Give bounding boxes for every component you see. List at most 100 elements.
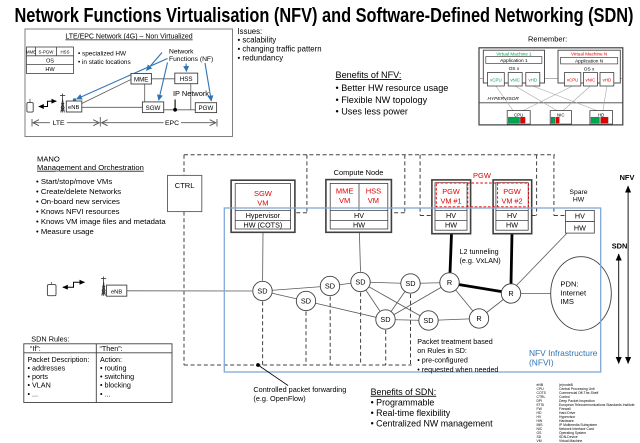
- svg-text:SDN: SDN: [612, 242, 628, 251]
- svg-text:Benefits of NFV:: Benefits of NFV:: [336, 70, 402, 80]
- svg-text:Hypervisor: Hypervisor: [559, 415, 576, 419]
- svg-text:• scalability: • scalability: [238, 36, 277, 45]
- svg-text:Management and Orchestration: Management and Orchestration: [37, 163, 144, 172]
- svg-text:SD: SD: [301, 297, 311, 306]
- svg-text:vNIC: vNIC: [510, 78, 520, 83]
- svg-text:MME: MME: [134, 76, 148, 83]
- svg-text:• specialized HW: • specialized HW: [78, 51, 127, 58]
- svg-text:SD: SD: [423, 316, 433, 325]
- svg-text:HSS: HSS: [60, 50, 69, 55]
- svg-text:vHD: vHD: [529, 78, 538, 83]
- svg-text:NFV: NFV: [620, 173, 635, 182]
- svg-text:VM: VM: [339, 196, 350, 205]
- svg-text:IP Network: IP Network: [173, 89, 209, 98]
- svg-text:• changing traffic pattern: • changing traffic pattern: [238, 45, 322, 54]
- svg-text:IP Multimedia Subsystem: IP Multimedia Subsystem: [559, 423, 597, 427]
- svg-text:• Real-time flexibility: • Real-time flexibility: [371, 408, 451, 418]
- svg-text:SD: SD: [380, 315, 390, 324]
- svg-text:PGW: PGW: [503, 187, 521, 196]
- svg-text:VM: VM: [537, 439, 542, 443]
- svg-text:HW: HW: [574, 223, 586, 232]
- svg-text:• ...: • ...: [100, 389, 111, 398]
- svg-text:HV: HV: [537, 415, 542, 419]
- svg-text:VM: VM: [368, 196, 379, 205]
- svg-text:HV: HV: [446, 211, 456, 220]
- svg-text:SD: SD: [405, 279, 415, 288]
- svg-text:Packet treatment based: Packet treatment based: [417, 338, 492, 346]
- svg-text:LTE/EPC Network (4G) – Non Vir: LTE/EPC Network (4G) – Non Virtualized: [65, 34, 192, 41]
- svg-text:PGW: PGW: [473, 171, 492, 180]
- svg-text:HSS: HSS: [366, 187, 381, 196]
- svg-text:Control: Control: [559, 395, 570, 399]
- svg-text:OS: OS: [537, 431, 543, 435]
- svg-text:(e.g. VxLAN): (e.g. VxLAN): [460, 256, 501, 265]
- svg-text:• Start/stop/move VMs: • Start/stop/move VMs: [36, 177, 112, 186]
- svg-text:SD: SD: [355, 278, 365, 287]
- svg-text:COTS: COTS: [537, 391, 547, 395]
- svg-text:Functions (NF): Functions (NF): [169, 56, 213, 63]
- svg-text:• Create/delete Networks: • Create/delete Networks: [36, 187, 121, 196]
- svg-text:HW: HW: [573, 197, 585, 204]
- svg-text:Benefits of SDN:: Benefits of SDN:: [371, 387, 437, 397]
- svg-text:Central Processing Unit: Central Processing Unit: [559, 387, 595, 391]
- svg-text:CPU: CPU: [514, 112, 523, 117]
- svg-text:• Flexible NW topology: • Flexible NW topology: [336, 95, 428, 105]
- svg-text:SD: SD: [257, 287, 267, 296]
- svg-text:Spare: Spare: [569, 189, 587, 196]
- svg-text:Network Functions Virtualisati: Network Functions Virtualisation (NFV) a…: [15, 5, 634, 27]
- svg-text:• redundancy: • redundancy: [238, 54, 284, 63]
- svg-text:CTRL: CTRL: [175, 181, 195, 190]
- svg-text:“If”:: “If”:: [30, 344, 41, 353]
- svg-text:HV: HV: [507, 211, 517, 220]
- svg-text:eNB: eNB: [537, 383, 544, 387]
- svg-text:NIC: NIC: [557, 112, 565, 117]
- svg-text:• pre-configured: • pre-configured: [417, 357, 468, 365]
- svg-text:VM #2: VM #2: [501, 197, 522, 206]
- svg-text:CTRL: CTRL: [537, 395, 546, 399]
- svg-text:• routing: • routing: [100, 363, 127, 372]
- svg-text:MANO: MANO: [37, 155, 60, 164]
- svg-text:(e)nodeB: (e)nodeB: [559, 383, 574, 387]
- svg-text:(NFVI): (NFVI): [529, 357, 554, 367]
- svg-text:Hardware: Hardware: [559, 419, 574, 423]
- svg-text:SD: SD: [537, 435, 542, 439]
- svg-text:• Measure usage: • Measure usage: [36, 227, 94, 236]
- svg-text:Compute Node: Compute Node: [334, 168, 384, 177]
- svg-text:HW (COTS): HW (COTS): [244, 221, 283, 230]
- svg-text:HSS: HSS: [180, 76, 193, 83]
- svg-text:LTE: LTE: [53, 120, 65, 127]
- svg-text:HW: HW: [537, 419, 543, 423]
- svg-text:PDN:: PDN:: [560, 280, 578, 289]
- svg-text:Firewall: Firewall: [559, 407, 571, 411]
- svg-text:NFV Infrastructure: NFV Infrastructure: [529, 348, 598, 358]
- svg-text:• Knows VM image files and met: • Knows VM image files and metadata: [36, 217, 166, 226]
- svg-text:Application N: Application N: [575, 59, 604, 65]
- svg-text:PGW: PGW: [442, 187, 460, 196]
- svg-text:HW: HW: [45, 67, 55, 73]
- svg-text:vNIC: vNIC: [586, 78, 596, 83]
- svg-text:PGW: PGW: [199, 105, 214, 112]
- svg-text:Hypervisor: Hypervisor: [246, 211, 281, 220]
- svg-text:DPI: DPI: [537, 399, 543, 403]
- svg-text:SGW: SGW: [254, 189, 273, 198]
- svg-text:• Better HW resource usage: • Better HW resource usage: [336, 83, 449, 93]
- svg-text:Virtual Machine N: Virtual Machine N: [571, 52, 607, 57]
- svg-text:vCPU: vCPU: [490, 78, 501, 83]
- svg-text:Deep Packet Inspection: Deep Packet Inspection: [559, 399, 595, 403]
- svg-text:L2 tunneling: L2 tunneling: [460, 247, 499, 256]
- svg-text:• blocking: • blocking: [100, 380, 131, 389]
- svg-text:MME: MME: [26, 50, 36, 55]
- svg-text:S-PGW: S-PGW: [39, 50, 55, 55]
- svg-text:European Telecommunications St: European Telecommunications Standards In…: [559, 403, 635, 407]
- svg-text:Remember:: Remember:: [528, 35, 567, 44]
- svg-text:OS x: OS x: [584, 67, 595, 73]
- svg-text:R: R: [476, 314, 481, 323]
- svg-text:IMS: IMS: [560, 297, 574, 306]
- svg-text:VM: VM: [257, 199, 268, 208]
- svg-text:SGW: SGW: [146, 105, 161, 112]
- svg-text:• ports: • ports: [28, 372, 49, 381]
- svg-text:HD: HD: [537, 411, 542, 415]
- svg-text:vCPU: vCPU: [567, 78, 578, 83]
- svg-text:Internet: Internet: [560, 288, 587, 297]
- svg-text:HYPERVISOR: HYPERVISOR: [488, 96, 520, 102]
